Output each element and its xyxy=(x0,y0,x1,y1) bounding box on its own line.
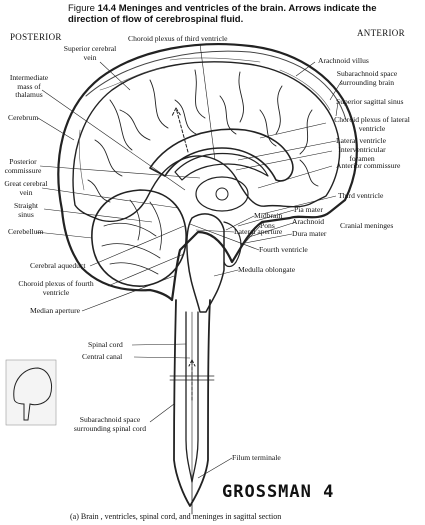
label-choroid-plexus-third-ventricle: Choroid plexus of third ventricle xyxy=(128,34,228,43)
label-cerebellum: Cerebellum xyxy=(8,227,44,236)
pons-bulge xyxy=(223,221,242,268)
cerebrum-outline xyxy=(72,61,341,222)
label-dura-mater: Dura mater xyxy=(292,229,327,238)
label-superior-cerebral-vein: Superior cerebral vein xyxy=(63,44,117,62)
sulcus-line xyxy=(87,69,319,203)
dura-outline xyxy=(57,43,358,302)
label-midbrain: Midbrain xyxy=(254,211,283,220)
label-fourth-ventricle: Fourth ventricle xyxy=(259,245,308,254)
label-lateral-ventricle: Lateral ventricle xyxy=(336,136,386,145)
label-intermediate-mass-thalamus: Intermediate mass of thalamus xyxy=(9,73,49,100)
label-great-cerebral-vein: Great cerebral vein xyxy=(4,179,48,197)
inset-silhouette xyxy=(5,359,57,426)
label-anterior-commissure: Anterior commissure xyxy=(336,161,401,170)
label-cerebral-aqueduct: Cerebral aqueduct xyxy=(30,261,86,270)
cerebellum-folia xyxy=(101,199,162,275)
label-median-aperture: Median aperture xyxy=(30,306,80,315)
surface-vessels xyxy=(78,57,331,191)
label-choroid-plexus-fourth-ventricle: Choroid plexus of fourth ventricle xyxy=(18,279,94,297)
label-arachnoid-villus: Arachnoid villus xyxy=(318,56,369,65)
level-marker xyxy=(169,375,215,381)
label-central-canal: Central canal xyxy=(82,352,123,361)
label-pia-mater: Pia mater xyxy=(294,205,323,214)
spinal-dura xyxy=(173,299,211,507)
figure-caption: Figure 14.4 Meninges and ventricles of t… xyxy=(68,3,418,25)
lateral-ventricle xyxy=(174,152,269,181)
label-superior-sagittal-sinus: Superior sagittal sinus xyxy=(336,97,404,106)
caption-text: 14.4 Meninges and ventricles of the brai… xyxy=(68,3,377,25)
caption-figure-word: Figure xyxy=(68,3,95,14)
label-pons: Pons xyxy=(260,221,275,230)
label-medulla-oblongata: Medulla oblongate xyxy=(238,265,296,274)
label-cranial-meninges: Cranial meninges xyxy=(340,221,394,230)
bottom-caption: (a) Brain , ventricles, spinal cord, and… xyxy=(70,512,282,521)
superior-sagittal-sinus xyxy=(85,50,347,121)
brainstem xyxy=(186,213,225,313)
label-spinal-cord: Spinal cord xyxy=(88,340,123,349)
intermediate-mass xyxy=(215,187,229,201)
label-posterior-commissure: Posterior commissure xyxy=(4,157,42,175)
label-lateral-aperture: Lateral aperture xyxy=(234,227,283,236)
label-subarachnoid-space-brain: Subarachnoid space surrounding brain xyxy=(336,69,398,87)
cerebellum xyxy=(91,189,187,287)
label-interventricular-foramen: Interventricular foramen xyxy=(338,145,386,163)
label-choroid-plexus-lateral-ventricle: Choroid plexus of lateral ventricle xyxy=(334,115,410,133)
corpus-callosum xyxy=(149,128,294,182)
label-cerebrum: Cerebrum xyxy=(8,113,39,122)
header-posterior: POSTERIOR xyxy=(10,32,62,42)
label-subarachnoid-space-spinal: Subarachnoid space surrounding spinal co… xyxy=(73,415,147,433)
handwritten-signature: GROSSMAN 4 xyxy=(222,482,335,502)
thalamus xyxy=(195,176,249,212)
label-filum-terminale: Filum terminale xyxy=(232,453,281,462)
label-arachnoid: Arachnoid xyxy=(292,217,325,226)
label-straight-sinus: Straight sinus xyxy=(13,201,39,219)
header-anterior: ANTERIOR xyxy=(357,28,405,38)
label-third-ventricle: Third ventricle xyxy=(338,191,384,200)
leader-lines xyxy=(35,43,343,479)
